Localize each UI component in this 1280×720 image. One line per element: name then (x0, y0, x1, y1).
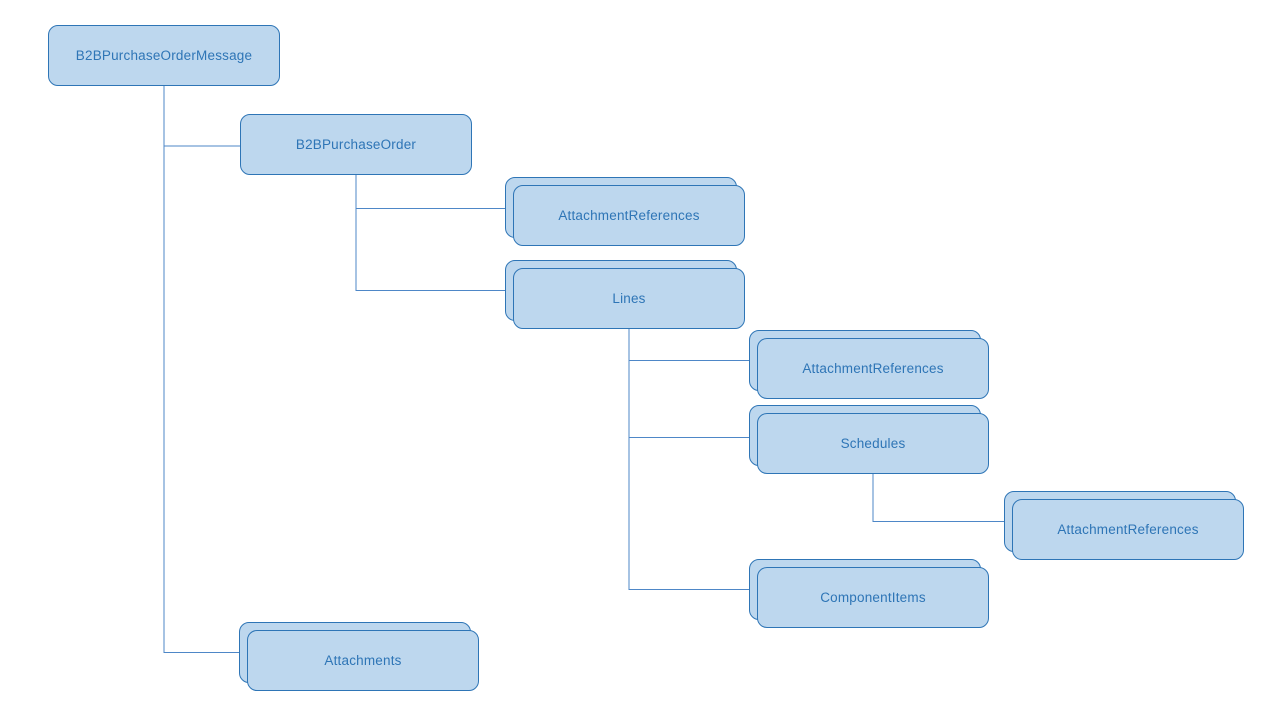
node-b2b-purchase-order: B2BPurchaseOrder (240, 114, 472, 175)
node-component-items: ComponentItems (749, 559, 989, 628)
node-label: B2BPurchaseOrder (295, 137, 417, 152)
connector-purchaseorder-to-lines (355, 175, 505, 292)
node-b2b-purchase-order-message: B2BPurchaseOrderMessage (48, 25, 280, 86)
node-label: AttachmentReferences (558, 208, 700, 223)
node-label: ComponentItems (820, 590, 926, 605)
node-lines: Lines (505, 260, 745, 329)
node-box: B2BPurchaseOrder (240, 114, 472, 175)
connector-lines-to-componentitems (628, 329, 749, 591)
node-attachment-references-3: AttachmentReferences (1004, 491, 1244, 560)
connector-schedules-to-attachmentreferences (872, 474, 1004, 523)
node-box: AttachmentReferences (757, 338, 989, 399)
node-attachment-references-1: AttachmentReferences (505, 177, 745, 246)
node-attachments: Attachments (239, 622, 479, 691)
node-attachment-references-2: AttachmentReferences (749, 330, 989, 399)
node-box: ComponentItems (757, 567, 989, 628)
node-box: Attachments (247, 630, 479, 691)
node-label: Attachments (324, 653, 402, 668)
node-schedules: Schedules (749, 405, 989, 474)
node-label: AttachmentReferences (1057, 522, 1199, 537)
node-box: AttachmentReferences (1012, 499, 1244, 560)
connector-message-to-attachments (163, 86, 239, 654)
node-label: B2BPurchaseOrderMessage (75, 48, 253, 63)
node-box: Lines (513, 268, 745, 329)
node-label: Schedules (840, 436, 906, 451)
node-box: AttachmentReferences (513, 185, 745, 246)
node-label: AttachmentReferences (802, 361, 944, 376)
node-box: B2BPurchaseOrderMessage (48, 25, 280, 86)
node-box: Schedules (757, 413, 989, 474)
node-label: Lines (612, 291, 646, 306)
